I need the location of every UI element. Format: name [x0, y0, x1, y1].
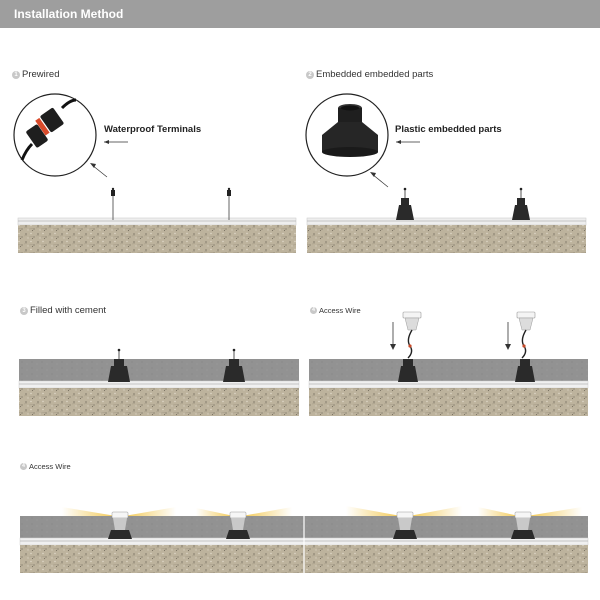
step-4a-text: Access Wire [319, 306, 361, 315]
installed-light [511, 511, 535, 539]
embedded-part [398, 359, 418, 382]
led-light-fixture [516, 311, 536, 359]
step-2-text: Embedded embedded parts [316, 69, 434, 80]
prewired-cable [227, 187, 231, 220]
installed-light [393, 511, 417, 539]
step-4b-text: Access Wire [29, 462, 71, 471]
section-title: Installation Method [14, 7, 124, 21]
embedded-part [108, 348, 130, 382]
step-4b-label: 4 Access Wire [20, 462, 71, 471]
step-1-label: 1 Prewired [12, 69, 60, 80]
step-1-text: Prewired [22, 69, 60, 80]
light-glow [124, 507, 176, 516]
panel-prewired [13, 93, 297, 253]
led-light-fixture [402, 311, 422, 359]
magnifier-circle [13, 93, 97, 177]
plastic-embedded-part-icon [322, 104, 378, 157]
pointer-arrow [371, 173, 389, 188]
gravel-base [18, 225, 296, 253]
embedded-part [223, 348, 245, 382]
embedded-part [512, 187, 530, 220]
step-2-label: 2 Embedded embedded parts [306, 69, 433, 80]
step-number-badge: 4 [310, 307, 317, 314]
waterproof-terminals-callout: Waterproof Terminals [104, 124, 202, 135]
embedded-part [515, 359, 535, 382]
cement-layer [19, 359, 299, 381]
light-glow [527, 507, 582, 516]
step-number-badge: 1 [12, 70, 20, 79]
step-number-badge: 2 [306, 70, 314, 79]
surface-layer [17, 217, 297, 226]
waterproof-terminal-icon [20, 98, 77, 161]
light-glow [346, 506, 401, 516]
panel-cement [18, 348, 300, 416]
step-number-badge: 4 [20, 463, 27, 470]
light-glow [242, 507, 292, 516]
light-glow [409, 506, 462, 516]
light-glow [196, 508, 234, 516]
installed-light [108, 511, 132, 539]
prewired-cable [111, 187, 115, 220]
step-3-label: 3 Filled with cement [20, 305, 106, 316]
section-header: Installation Method [0, 0, 600, 28]
installed-light [226, 511, 250, 539]
step-4a-label: 4 Access Wire [310, 306, 361, 315]
embedded-part [396, 187, 414, 220]
light-glow [478, 507, 519, 516]
step-number-badge: 3 [20, 306, 28, 315]
down-arrow-icon [390, 322, 396, 350]
panel-embedded [305, 93, 587, 253]
step-3-text: Filled with cement [30, 305, 107, 316]
panel-installed [19, 506, 589, 573]
light-glow [62, 507, 116, 516]
embedded-parts-callout: Plastic embedded parts [395, 124, 502, 135]
panel-access-wire [308, 311, 589, 416]
down-arrow-icon [505, 322, 511, 350]
